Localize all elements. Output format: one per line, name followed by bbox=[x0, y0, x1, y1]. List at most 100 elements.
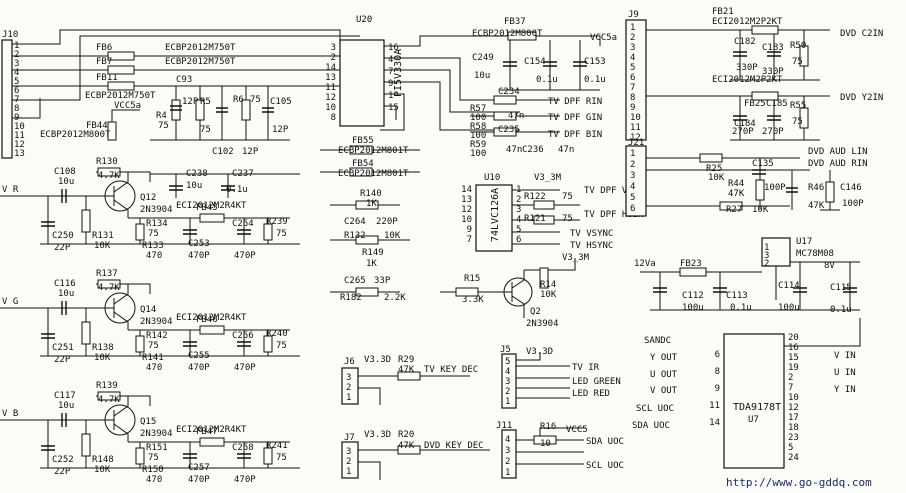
r150-val: 470 bbox=[146, 475, 162, 485]
r122-val: 75 bbox=[562, 192, 573, 202]
regulator-u17: U17 MC78M08 132 12Va FB23 C112 100u C113… bbox=[634, 237, 860, 315]
c135-ref: C135 bbox=[752, 159, 774, 169]
u17-pin-3: 3 bbox=[764, 251, 769, 261]
r121-ref: R121 bbox=[524, 214, 546, 224]
j21-pin-5: 5 bbox=[630, 193, 635, 203]
u17-pin-1: 1 bbox=[764, 243, 769, 253]
r239-val: 75 bbox=[276, 229, 287, 239]
r141-val: 470 bbox=[146, 363, 162, 373]
r27-val: 10K bbox=[752, 205, 769, 215]
c115-val: 0.1u bbox=[830, 305, 852, 315]
q15-ref: Q15 bbox=[140, 417, 156, 427]
u20_l-pin-2: 2 bbox=[331, 53, 336, 63]
c237-val: 0.1u bbox=[226, 185, 248, 195]
u20_l-pin-13: 13 bbox=[325, 73, 336, 83]
u10_r-pin-2: 2 bbox=[516, 195, 521, 205]
r132-ref: R132 bbox=[344, 231, 366, 241]
u20-supply: FB37 ECBP2012M800T VCC5a C249 10u C154 0… bbox=[470, 17, 617, 91]
r182-val: 2.2K bbox=[384, 293, 406, 303]
u17-ref: U17 bbox=[796, 237, 812, 247]
j10-pin-3: 3 bbox=[14, 59, 19, 69]
label-scl-uoc-a: SCL UOC bbox=[586, 461, 624, 471]
c112-val: 100u bbox=[682, 303, 704, 313]
r20-ref: R20 bbox=[398, 430, 414, 440]
j10-pin-5: 5 bbox=[14, 77, 19, 87]
q2-ref: Q2 bbox=[530, 307, 541, 317]
c105-ref: C105 bbox=[270, 97, 292, 107]
r134-val: 75 bbox=[148, 229, 159, 239]
r57-ref: R57 bbox=[470, 104, 486, 114]
label-tv-hsync: TV HSYNC bbox=[570, 241, 613, 251]
fb6-part: ECBP2012M750T bbox=[165, 43, 236, 53]
fb46-part: ECI2012M2R4KT bbox=[176, 313, 247, 323]
j10-pin-8: 8 bbox=[14, 104, 19, 114]
fb25-ref: FB25 bbox=[744, 99, 766, 109]
r131-ref: R131 bbox=[92, 231, 114, 241]
c256-ref: C256 bbox=[232, 331, 254, 341]
c117-val: 10u bbox=[58, 401, 74, 411]
label-tv-dpf-hsin: TV DPF HSIN bbox=[584, 210, 644, 220]
j10-pin-6: 6 bbox=[14, 86, 19, 96]
r133-ref: R133 bbox=[142, 241, 164, 251]
j6-pin-1: 1 bbox=[346, 393, 351, 403]
u20_r-pin-15: 15 bbox=[388, 103, 399, 113]
j9-pin-3: 3 bbox=[630, 43, 635, 53]
label-sandc: SANDC bbox=[644, 336, 671, 346]
j9-pin-10: 10 bbox=[630, 113, 641, 123]
label-in-g: V G bbox=[2, 297, 18, 307]
j10-pin-12: 12 bbox=[14, 140, 25, 150]
r134-ref: R134 bbox=[146, 219, 168, 229]
c249-val: 10u bbox=[474, 71, 490, 81]
fb44-part: ECBP2012M800T bbox=[40, 130, 111, 140]
u7_r-pin-18: 18 bbox=[788, 423, 799, 433]
r57-val: 100 bbox=[470, 113, 486, 123]
j5-ref: J5 bbox=[500, 345, 511, 355]
c236-ref: C236 bbox=[522, 145, 544, 155]
j7-pin-1: 1 bbox=[346, 467, 351, 477]
c185-val: 270P bbox=[762, 127, 784, 137]
j10-pin-10: 10 bbox=[14, 122, 25, 132]
r55-val: 75 bbox=[792, 117, 803, 127]
c184-ref: C184 bbox=[734, 119, 756, 129]
fb54-ref: FB54 bbox=[352, 159, 374, 169]
label-y-in: Y IN bbox=[834, 385, 856, 395]
r44-val: 47K bbox=[728, 189, 745, 199]
dvd-c2-filter: FB21 ECI2012M2P2KT C182 330P C183 330P R… bbox=[646, 7, 883, 81]
q12-part: 2N3904 bbox=[140, 205, 173, 215]
c113-ref: C113 bbox=[726, 291, 748, 301]
video-stage-g: V GC11610uR1374.7KQ142N3904C25122PR13810… bbox=[0, 269, 300, 373]
r15-ref: R15 bbox=[464, 274, 480, 284]
j11-ref: J11 bbox=[496, 421, 512, 431]
r241-ref: R241 bbox=[266, 441, 288, 451]
u10_l-pin-13: 13 bbox=[461, 195, 472, 205]
u20_r-pin-4: 4 bbox=[388, 55, 393, 65]
u20_l-pin-10: 10 bbox=[325, 103, 336, 113]
r15-val: 3.3K bbox=[462, 295, 484, 305]
u7_r-pin-7: 7 bbox=[788, 383, 793, 393]
r239-ref: R239 bbox=[266, 217, 288, 227]
r148-val: 10K bbox=[94, 465, 111, 475]
c253-val: 470P bbox=[188, 251, 210, 261]
label-u-out: U OUT bbox=[650, 370, 678, 380]
connector-j6: J6 321 V3.3D R29 47K TV KEY DEC bbox=[341, 355, 478, 405]
j9-pin-12: 12 bbox=[630, 133, 641, 143]
label-scl-uoc-b: SCL UOC bbox=[636, 404, 674, 414]
q2-part: 2N3904 bbox=[526, 319, 559, 329]
c255-ref: C255 bbox=[188, 351, 210, 361]
c115-ref: C115 bbox=[830, 283, 852, 293]
u10_r-pin-3: 3 bbox=[516, 205, 521, 215]
r151-ref: R151 bbox=[146, 443, 168, 453]
q14-part: 2N3904 bbox=[140, 317, 173, 327]
r29-val: 47K bbox=[398, 365, 415, 375]
u20_l-pin-11: 11 bbox=[325, 83, 336, 93]
u7_r-pin-23: 23 bbox=[788, 433, 799, 443]
c234-val: 47n bbox=[508, 111, 524, 121]
c93-ref: C93 bbox=[176, 75, 192, 85]
j6-pin-3: 3 bbox=[346, 373, 351, 383]
c108-ref: C108 bbox=[54, 167, 76, 177]
r5-val: 75 bbox=[200, 125, 211, 135]
